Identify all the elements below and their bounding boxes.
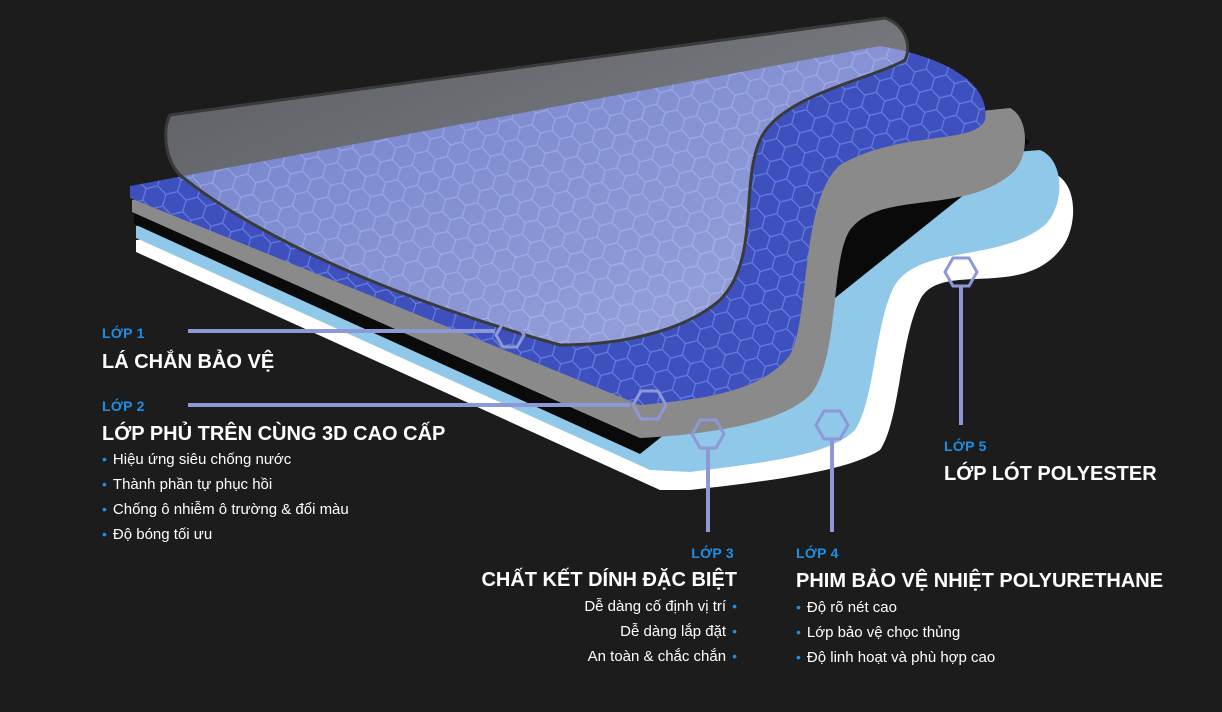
connector-layer-4 (814, 409, 850, 532)
layer-5-label: LỚP 5 (944, 438, 987, 454)
layer-4-bullets: •Độ rõ nét cao •Lớp bảo vệ chọc thủng •Đ… (796, 595, 995, 670)
bullet-dot-icon: • (102, 451, 107, 467)
list-item: Dễ dàng lắp đặt• (620, 623, 737, 640)
layer-1-label: LỚP 1 (102, 325, 145, 341)
list-item: •Độ linh hoạt và phù hợp cao (796, 649, 996, 666)
layer-2-bullets: •Hiệu ứng siêu chống nước •Thành phần tự… (102, 447, 349, 547)
layer-3-label: LỚP 3 (691, 545, 734, 561)
layer-1-title: LÁ CHẮN BẢO VỆ (102, 351, 275, 373)
bullet-dot-icon: • (796, 624, 801, 640)
connector-layer-2 (188, 389, 668, 421)
bullet-dot-icon: • (732, 598, 737, 614)
bullet-dot-icon: • (102, 526, 107, 542)
list-item: •Độ rõ nét cao (796, 599, 897, 616)
layer-2-title: LỚP PHỦ TRÊN CÙNG 3D CAO CẤP (102, 423, 446, 445)
layer-2-label: LỚP 2 (102, 398, 145, 414)
list-item: •Độ bóng tối ưu (102, 526, 213, 543)
bullet-dot-icon: • (102, 476, 107, 492)
list-item: •Hiệu ứng siêu chống nước (102, 451, 292, 468)
layer-1-protective-shield (164, 16, 910, 347)
connector-layer-5 (943, 256, 979, 425)
bullet-dot-icon: • (796, 649, 801, 665)
layer-4-label: LỚP 4 (796, 545, 839, 561)
list-item: An toàn & chắc chắn• (587, 648, 737, 665)
bullet-dot-icon: • (732, 623, 737, 639)
bullet-dot-icon: • (732, 648, 737, 664)
connector-layer-1 (188, 321, 526, 349)
layer-3-bullets: Dễ dàng cố định vị trí• Dễ dàng lắp đặt•… (584, 594, 737, 669)
layer-5-title: LỚP LÓT POLYESTER (944, 463, 1157, 485)
bullet-dot-icon: • (796, 599, 801, 615)
list-item: Dễ dàng cố định vị trí• (584, 598, 737, 615)
list-item: •Lớp bảo vệ chọc thủng (796, 624, 961, 641)
list-item: •Chống ô nhiễm ô trường & đổi màu (102, 501, 349, 518)
layer-4-title: PHIM BẢO VỆ NHIỆT POLYURETHANE (796, 570, 1164, 592)
bullet-dot-icon: • (102, 501, 107, 517)
layer-3-title: CHẤT KẾT DÍNH ĐẶC BIỆT (481, 569, 737, 591)
list-item: •Thành phần tự phục hồi (102, 476, 273, 493)
connector-layer-3 (690, 418, 726, 532)
